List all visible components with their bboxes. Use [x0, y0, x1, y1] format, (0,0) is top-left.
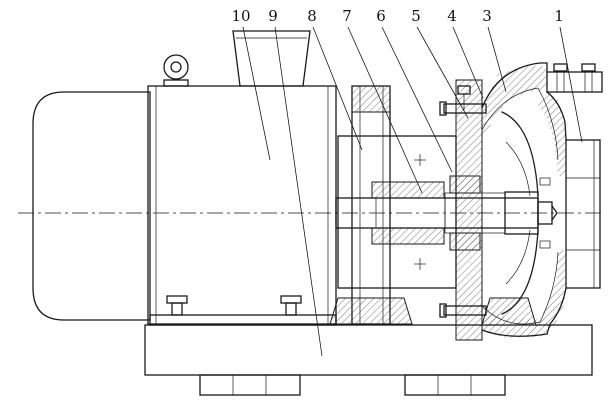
- callout-label-9: 9: [268, 7, 278, 25]
- cover-bolt-top: [457, 85, 471, 110]
- baseplate-pad-left: [199, 374, 301, 396]
- bracket-foot: [329, 297, 413, 325]
- baseplate: [144, 324, 593, 396]
- bearing-upper: [371, 181, 445, 199]
- callout-label-3: 3: [482, 7, 492, 25]
- pump-foot: [481, 297, 537, 326]
- bearing-lower: [371, 227, 445, 245]
- callout-label-8: 8: [307, 7, 317, 25]
- leader-line-4: [452, 26, 484, 99]
- motor-foot-bolt-left: [166, 295, 188, 316]
- motor-foot-bolt-right: [280, 295, 302, 316]
- volute-casing: [481, 62, 567, 338]
- leader-line-9: [274, 26, 323, 357]
- baseplate-pad-right: [404, 374, 506, 396]
- bearing-housing: [337, 135, 457, 289]
- callout-label-6: 6: [376, 7, 386, 25]
- motor: [32, 85, 337, 326]
- flange-bolt-right: [581, 63, 596, 93]
- leader-line-3: [487, 26, 507, 93]
- callout-label-10: 10: [231, 7, 250, 25]
- casing-right-lower-wall: [546, 287, 567, 335]
- wear-ring-bottom: [539, 240, 551, 249]
- casing-right-upper-wall: [546, 91, 567, 141]
- suction-flange: [565, 139, 601, 289]
- leader-line-1: [559, 26, 583, 143]
- motor-body: [32, 91, 151, 321]
- oil-level-mark-top: [414, 154, 426, 166]
- callout-label-1: 1: [554, 7, 564, 25]
- wear-ring-top: [539, 177, 551, 186]
- casing-top-outline: [481, 62, 548, 109]
- casing-cover: [439, 79, 487, 341]
- terminal-box: [232, 30, 311, 87]
- leader-line-5: [416, 26, 469, 119]
- callout-label-5: 5: [411, 7, 421, 25]
- casing-bottom-outline: [481, 329, 548, 337]
- leader-lines: [242, 26, 583, 357]
- leader-line-6: [381, 26, 453, 173]
- discharge-flange: [546, 63, 603, 93]
- flange-bolt-left: [553, 63, 568, 93]
- oil-level-mark-bottom: [414, 258, 426, 270]
- callout-label-4: 4: [447, 7, 457, 25]
- lifting-eye: [163, 54, 189, 87]
- impeller-hub: [504, 191, 539, 235]
- motor-frame: [147, 85, 337, 325]
- leader-line-10: [242, 26, 271, 161]
- callout-label-7: 7: [342, 7, 352, 25]
- leader-line-7: [347, 26, 423, 194]
- leader-line-8: [312, 26, 363, 151]
- bearing-bracket: [329, 85, 413, 325]
- callout-labels: 10 9 8 7 6 5 4 3 1: [231, 7, 563, 25]
